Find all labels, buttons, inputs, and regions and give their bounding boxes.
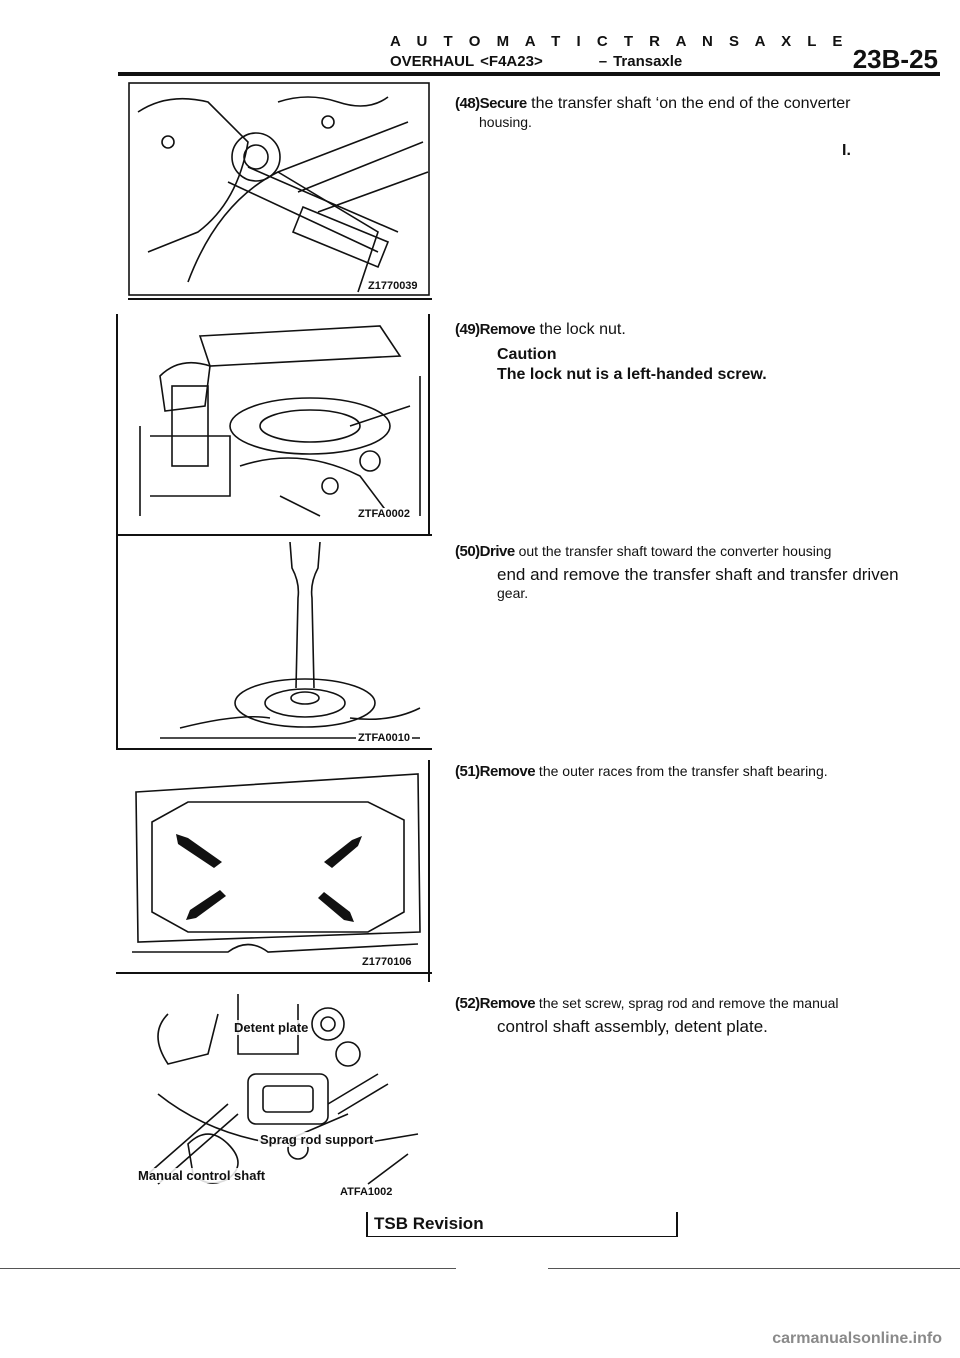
figure-4-illustration	[132, 773, 421, 953]
step-51: (51)Remove the outer races from the tran…	[455, 762, 940, 782]
figure-1-illustration	[128, 82, 430, 296]
figure-lock-nut: ZTFA0002	[120, 316, 426, 522]
header-rule	[118, 72, 940, 76]
step-49: (49)Remove the lock nut.	[455, 320, 940, 340]
model-code: <F4A23>	[480, 53, 543, 70]
figure-code: ZTFA0002	[356, 508, 412, 520]
stray-mark: I.	[842, 142, 851, 159]
step-continuation: control shaft assembly, detent plate.	[497, 1017, 768, 1036]
step-48: (48)Secure the transfer shaft ‘on the en…	[455, 94, 940, 132]
page-number: 23B-25	[852, 44, 938, 74]
figure-separator	[116, 534, 432, 536]
footer-rule-left	[0, 1268, 456, 1269]
step-text: the lock nut.	[535, 321, 626, 338]
step-number: (48)Secure	[455, 95, 527, 112]
step-text: out the transfer shaft toward the conver…	[514, 543, 832, 559]
step-continuation: housing.	[479, 114, 532, 130]
caution-heading: Caution	[497, 346, 557, 363]
figure-code: ATFA1002	[338, 1186, 395, 1198]
step-text: the transfer shaft ‘on the end of the co…	[526, 95, 851, 112]
figure-separator	[128, 298, 432, 300]
step-text: the set screw, sprag rod and remove the …	[535, 995, 839, 1011]
figure-3-illustration	[160, 541, 421, 739]
footer-rule-right	[548, 1268, 960, 1269]
transaxle-label: Transaxle	[613, 53, 683, 70]
step-number: (50)Drive	[455, 543, 515, 560]
figure-column-border	[428, 760, 430, 982]
figure-code: Z1770106	[360, 956, 414, 968]
step-text: the outer races from the transfer shaft …	[535, 763, 828, 779]
step-number: (51)Remove	[455, 763, 536, 780]
section-title: A U T O M A T I C T R A N S A X L E	[390, 33, 849, 50]
figure-separator	[116, 748, 432, 750]
figure-transfer-shaft: Z1770039	[128, 82, 430, 296]
step-52: (52)Remove the set screw, sprag rod and …	[455, 994, 940, 1037]
label-sprag-rod-support: Sprag rod support	[258, 1132, 376, 1147]
step-number: (52)Remove	[455, 995, 536, 1012]
section-subtitle: OVERHAUL <F4A23> –Transaxle	[390, 53, 688, 70]
figure-column-border	[116, 314, 118, 748]
tsb-revision-label: TSB Revision	[374, 1214, 484, 1233]
figure-separator	[116, 972, 432, 974]
dash: –	[598, 53, 608, 70]
figure-code: ZTFA0010	[356, 732, 412, 744]
label-manual-control-shaft: Manual control shaft	[136, 1168, 268, 1183]
caution-text: The lock nut is a left-handed screw.	[497, 366, 767, 383]
figure-manual-control-shaft: Detent plate Sprag rod support Manual co…	[128, 994, 426, 1204]
figure-code: Z1770039	[366, 280, 420, 292]
figure-column-border	[428, 314, 430, 534]
figure-2-illustration	[139, 325, 421, 517]
step-continuation: end and remove the transfer shaft and tr…	[497, 565, 899, 584]
tsb-revision-box	[366, 1212, 678, 1237]
overhaul-label: OVERHAUL	[390, 53, 475, 70]
label-detent-plate: Detent plate	[232, 1020, 311, 1035]
figure-outer-races: Z1770106	[128, 762, 426, 970]
watermark: carmanualsonline.info	[772, 1330, 942, 1347]
figure-drive-out-shaft: ZTFA0010	[120, 538, 426, 748]
step-number: (49)Remove	[455, 321, 536, 338]
step-50: (50)Drive out the transfer shaft toward …	[455, 542, 940, 603]
step-continuation: gear.	[497, 585, 529, 602]
